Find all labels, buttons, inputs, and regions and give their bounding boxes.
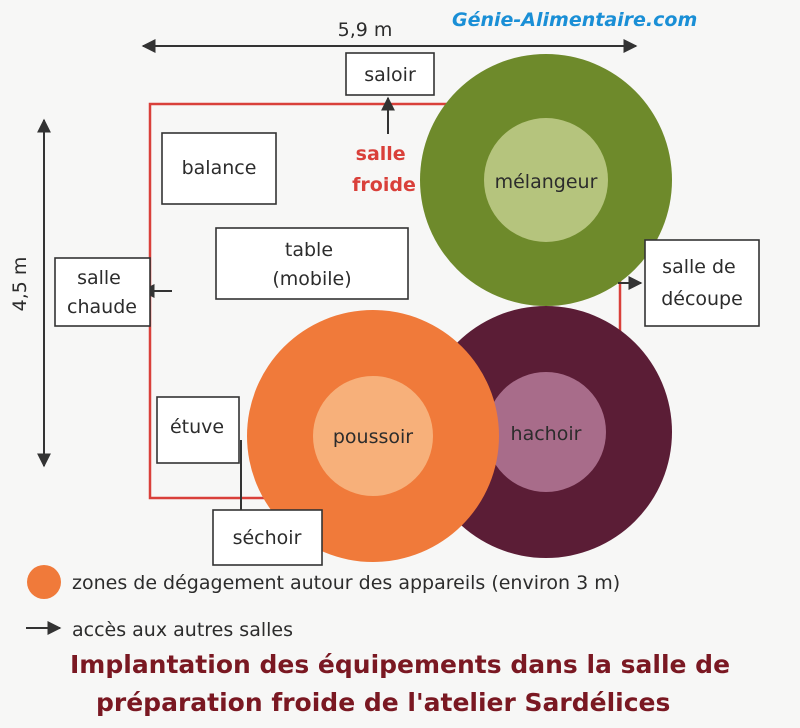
etuve-label: étuve (170, 416, 224, 438)
legend-acces-text: accès aux autres salles (72, 619, 293, 641)
height-dimension-label: 4,5 m (9, 257, 31, 312)
salle-decoupe-line1: salle de (662, 256, 736, 278)
room-label-line2: froide (352, 174, 416, 196)
room-label: salle froide (352, 143, 416, 196)
hachoir-label: hachoir (511, 423, 582, 445)
watermark: Génie-Alimentaire.com (452, 9, 697, 31)
balance-box: balance (161, 132, 277, 205)
saloir-label: saloir (364, 64, 416, 86)
salle-decoupe-line2: découpe (661, 288, 743, 310)
poussoir-label: poussoir (333, 426, 413, 448)
table-label-line2: (mobile) (272, 268, 351, 290)
sechoir-box: séchoir (212, 509, 323, 566)
table-label-line1: table (285, 239, 333, 261)
caption-line1: Implantation des équipements dans la sal… (70, 650, 731, 679)
table-box: table (mobile) (215, 227, 409, 300)
salle-decoupe-label: salle de découpe (661, 256, 743, 310)
legend-zones-text: zones de dégagement autour des appareils… (72, 572, 620, 594)
poussoir-zone: poussoir (247, 310, 499, 562)
salle-chaude-line2: chaude (67, 296, 137, 318)
legend-zone-swatch (27, 565, 61, 599)
melangeur-label: mélangeur (495, 171, 598, 193)
caption-line2: préparation froide de l'atelier Sardélic… (96, 688, 671, 717)
salle-chaude-label: salle chaude (67, 267, 137, 318)
width-dimension-label: 5,9 m (338, 19, 393, 41)
sechoir-label: séchoir (233, 527, 302, 549)
salle-chaude-line1: salle (77, 267, 121, 289)
etuve-box: étuve (156, 396, 240, 464)
salle-chaude-box: salle chaude (54, 257, 151, 327)
table-label: table (mobile) (272, 239, 351, 290)
saloir-box: saloir (345, 52, 435, 96)
room-label-line1: salle (356, 143, 406, 165)
balance-label: balance (182, 157, 257, 179)
melangeur-zone: mélangeur (420, 54, 672, 306)
salle-decoupe-box: salle de découpe (644, 239, 760, 327)
